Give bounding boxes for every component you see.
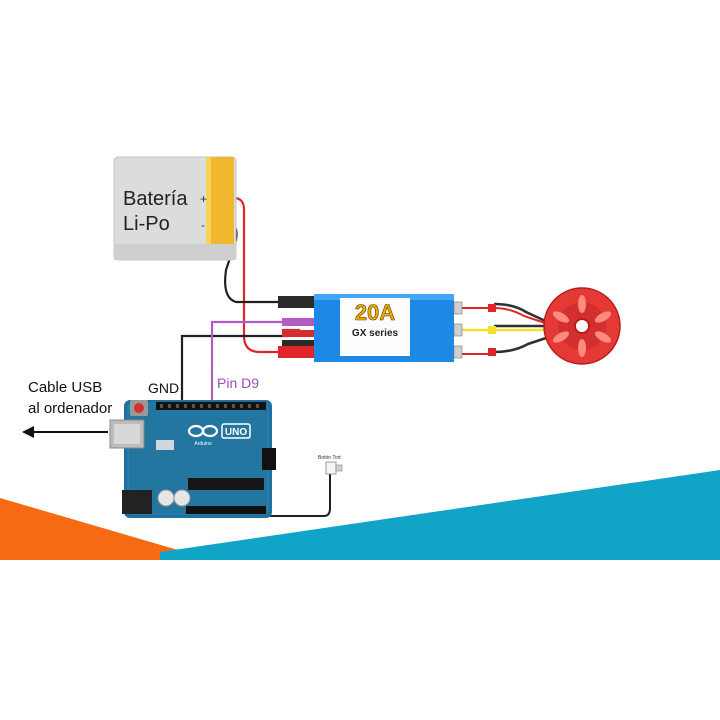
battery-label-line2: Li-Po <box>123 213 170 235</box>
footer-blue-band <box>160 470 720 560</box>
motor-wire-black-top <box>493 302 553 326</box>
arduino-board: UNO Arduino <box>109 400 276 518</box>
motor-wire-black-bottom <box>493 334 553 354</box>
lipo-battery: + - Batería Li-Po <box>113 156 237 261</box>
battery-label-line1: Batería <box>123 188 188 210</box>
arduino-brand: Arduino <box>194 441 211 447</box>
esc-controller: 20A GX series <box>278 294 496 362</box>
battery-plus: + <box>200 192 207 206</box>
arduino-logo <box>187 424 219 438</box>
usb-label-line1: Cable USB <box>28 379 102 396</box>
switch-wire <box>270 472 331 517</box>
usb-label-line2: al ordenador <box>28 400 112 417</box>
switch-label: Botón Tort <box>318 455 341 461</box>
pin-label: Pin D9 <box>217 375 259 391</box>
signal-wire <box>210 320 288 406</box>
battery-minus: - <box>201 218 205 232</box>
usb-arrow <box>22 426 108 438</box>
battery-red-wire <box>205 196 282 354</box>
gnd-label: GND <box>148 380 179 396</box>
footer-orange-band <box>0 498 212 560</box>
esc-rating: 20A <box>355 300 395 325</box>
push-switch: Botón Tort <box>318 455 343 475</box>
gnd-wire <box>180 334 288 406</box>
esc-series: GX series <box>352 328 399 339</box>
arduino-model: UNO <box>225 427 247 438</box>
brushless-motor <box>543 287 621 365</box>
